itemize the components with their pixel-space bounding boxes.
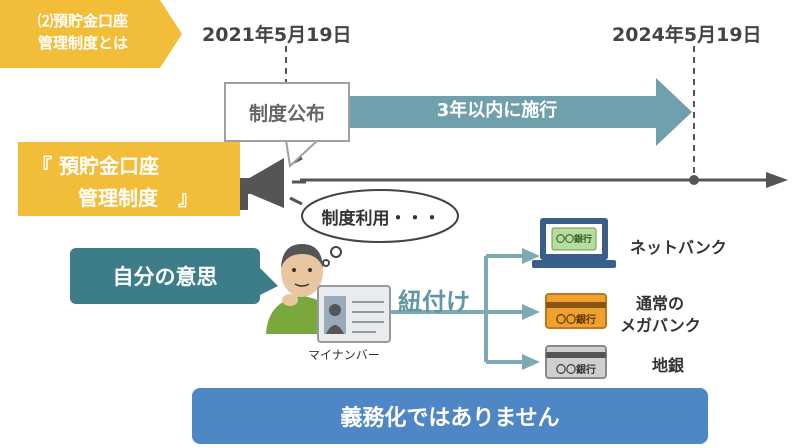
system-name-box: 『 預貯金口座 管理制度 』 <box>18 142 240 216</box>
conclusion-banner: 義務化ではありません <box>192 388 708 444</box>
thought-bubble <box>301 189 459 267</box>
mega-bank-line2: メガバンク <box>620 316 701 335</box>
mynumber-card-icon <box>317 285 391 343</box>
conclusion-label: 義務化ではありません <box>340 406 560 431</box>
system-name-line1: 『 預貯金口座 <box>32 154 159 178</box>
announcement-tail <box>284 139 321 169</box>
mega-arrowhead <box>522 304 540 320</box>
mynumber-label: マイナンバー <box>308 348 380 362</box>
mega-bank-line1: 通常の <box>636 294 685 313</box>
end-date: 2024年5月19日 <box>612 24 762 46</box>
link-label: 紐付け <box>398 288 470 316</box>
regional-bank-label: 地銀 <box>652 356 685 375</box>
net-bank-label: ネットバンク <box>630 238 727 257</box>
regional-bank-card-icon <box>545 345 607 379</box>
regional-arrowhead <box>522 354 540 370</box>
intent-box: 自分の意思 <box>70 248 260 304</box>
timeline-arrowhead <box>766 172 788 188</box>
enforcement-arrow <box>348 78 692 146</box>
announcement-label: 制度公布 <box>248 102 325 125</box>
section-badge-shape <box>0 0 182 68</box>
intent-pointer <box>258 266 278 296</box>
speech-text: 制度利用・・・ <box>321 209 441 229</box>
intent-label: 自分の意思 <box>112 265 218 289</box>
section-title-line2: 管理制度とは <box>37 34 128 52</box>
section-title-line1: ⑵預貯金口座 <box>37 12 128 30</box>
start-date: 2021年5月19日 <box>202 24 352 46</box>
net-card-text: 〇〇銀行 <box>555 235 592 245</box>
regional-card-text: 〇〇銀行 <box>556 365 596 376</box>
system-name-line2: 管理制度 』 <box>78 186 198 210</box>
enforcement-label: 3年以内に施行 <box>436 100 558 121</box>
section-title: ⑵預貯金口座 管理制度とは <box>8 10 158 54</box>
mega-card-text: 〇〇銀行 <box>556 315 596 326</box>
laptop-icon <box>532 218 616 268</box>
megaphone-icon <box>232 156 306 210</box>
link-connectors <box>390 254 524 364</box>
net-arrowhead <box>522 248 540 264</box>
section-badge: ⑵預貯金口座 管理制度とは <box>0 0 186 68</box>
end-date-dot <box>689 175 699 185</box>
mega-bank-card-icon <box>545 293 607 329</box>
announcement-box: 制度公布 <box>224 82 350 142</box>
